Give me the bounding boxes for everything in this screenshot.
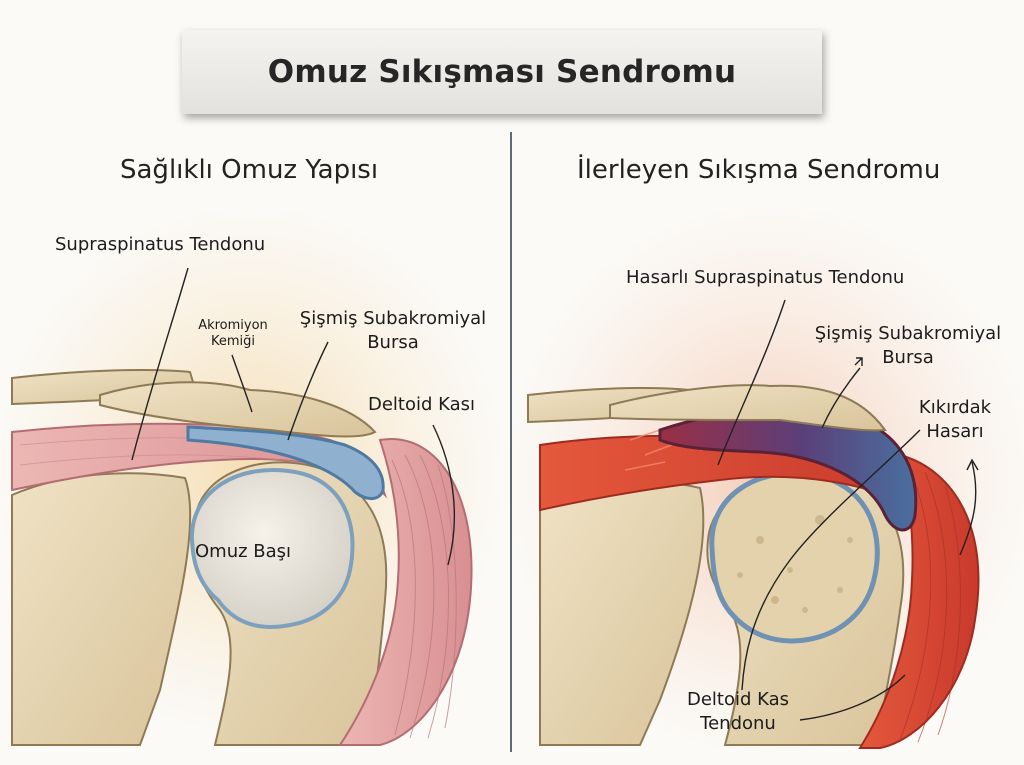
label-cartilage-line1: Kıkırdak <box>918 397 992 418</box>
label-bursa-right: Şişmiş Subakromiyal Bursa <box>798 322 1018 370</box>
impingement-shoulder-diagram <box>500 200 1024 760</box>
panel-divider <box>510 132 512 752</box>
label-acromion-line2: Kemiği <box>210 334 255 349</box>
deltoid-muscle-right <box>858 453 980 749</box>
humeral-head-left <box>189 468 355 630</box>
label-cartilage: Kıkırdak Hasarı <box>900 396 1010 444</box>
humeral-head-right <box>709 470 880 644</box>
label-deltoid-tendon-line2: Tendonu <box>700 713 776 734</box>
label-bursa-right-line2: Bursa <box>882 347 934 368</box>
label-bursa-left-line2: Bursa <box>367 332 419 353</box>
label-deltoid: Deltoid Kası <box>368 394 476 415</box>
left-panel-heading: Sağlıklı Omuz Yapısı <box>120 155 379 185</box>
label-bursa-left-line1: Şişmiş Subakromiyal <box>299 308 487 329</box>
healthy-shoulder-diagram <box>0 200 510 746</box>
label-deltoid-tendon-line1: Deltoid Kas <box>686 689 790 710</box>
label-bursa-right-line1: Şişmiş Subakromiyal <box>814 323 1002 344</box>
page-title: Omuz Sıkışması Sendromu <box>267 54 737 90</box>
deltoid-muscle-left <box>338 438 473 746</box>
label-humeral-head: Omuz Başı <box>195 541 292 562</box>
label-cartilage-line2: Hasarı <box>926 421 984 442</box>
label-deltoid-tendon: Deltoid Kas Tendonu <box>668 688 808 736</box>
bursa-left <box>186 425 385 500</box>
label-acromion-line1: Akromiyon <box>198 318 268 333</box>
label-bursa-left: Şişmiş Subakromiyal Bursa <box>283 307 503 355</box>
label-supraspinatus: Supraspinatus Tendonu <box>55 234 266 255</box>
title-banner: Omuz Sıkışması Sendromu <box>182 30 822 114</box>
right-panel-heading: İlerleyen Sıkışma Sendromu <box>577 155 941 185</box>
label-acromion: Akromiyon Kemiği <box>186 318 280 350</box>
label-damaged-tendon: Hasarlı Supraspinatus Tendonu <box>626 267 905 288</box>
